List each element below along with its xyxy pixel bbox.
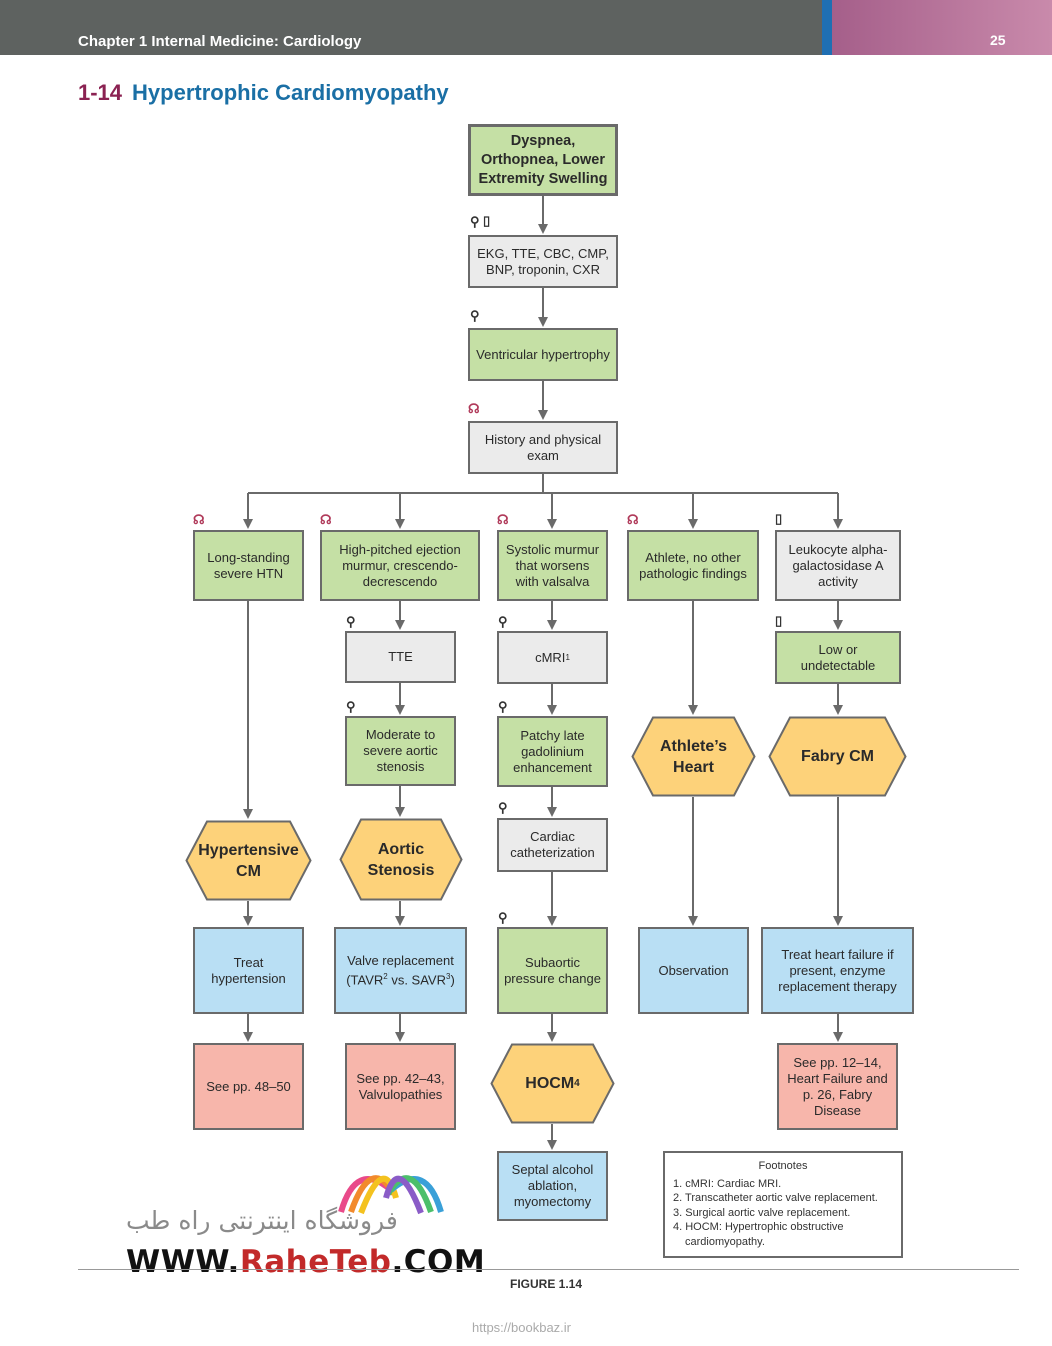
hexagon-shape [339,818,463,901]
watermark-url-prefix: WWW. [126,1244,240,1280]
valve-footnote-ref-3: 3 [446,971,451,981]
valve-footnote-ref-2: 2 [383,971,388,981]
section-title-text: Hypertrophic Cardiomyopathy [132,80,449,105]
source-url[interactable]: https://bookbaz.ir [472,1320,571,1335]
node-history-physical: History and physical exam [468,421,618,474]
node-ventricular-hypertrophy: Ventricular hypertrophy [468,328,618,381]
node-see-pp-12-14: See pp. 12–14, Heart Failure and p. 26, … [777,1043,898,1130]
node-alpha-galactosidase: Leukocyte alpha-galactosidase A activity [775,530,901,601]
node-see-pp-42-43: See pp. 42–43, Valvulopathies [345,1043,456,1130]
diagnosis-athletes-heart: Athlete’s Heart [631,716,756,797]
test-tube-icon: ▯ [775,511,783,526]
diagnosis-hocm-footnote-ref: 4 [574,1078,580,1089]
node-tte: TTE [345,631,456,683]
node-treat-hypertension: Treat hypertension [193,927,304,1014]
diagnosis-fabry-cm-label: Fabry CM [801,748,874,765]
microscope-icon: ⚲ [346,699,356,714]
node-treat-heart-failure: Treat heart failure if present, enzyme r… [761,927,914,1014]
diagnosis-aortic-stenosis: Aortic Stenosis [339,818,463,901]
node-long-standing-htn: Long-standing severe HTN [193,530,304,601]
watermark-url[interactable]: WWW.RaheTeb.COM [126,1244,485,1280]
node-cmri-text: cMRI [535,649,566,665]
node-septal-ablation: Septal alcohol ablation, myomectomy [497,1151,608,1221]
rahe-teb-logo [338,1175,444,1215]
stethoscope-icon: ☊ [320,512,332,527]
node-moderate-severe-as: Moderate to severe aortic stenosis [345,716,456,786]
node-systolic-murmur: Systolic murmur that worsens with valsal… [497,530,608,601]
microscope-icon: ⚲ [498,614,508,629]
node-cmri-footnote-ref: 1 [565,652,570,662]
test-tube-icon: ▯ [483,213,491,228]
diagnosis-athletes-heart-label: Athlete’s Heart [660,737,727,776]
node-ejection-murmur: High-pitched ejection murmur, crescendo-… [320,530,480,601]
hexagon-shape [490,1043,615,1124]
diagnosis-hypertensive-cm-label: Hypertensive CM [198,841,299,880]
footnote-item: 1. cMRI: Cardiac MRI. [673,1177,782,1190]
node-athlete-findings: Athlete, no other pathologic findings [627,530,759,601]
header-accent [822,0,1052,55]
watermark-url-brand: RaheTeb [239,1244,392,1280]
diagnosis-hypertensive-cm: Hypertensive CM [185,820,312,901]
stethoscope-icon: ☊ [627,512,639,527]
chapter-title: Chapter 1 Internal Medicine: Cardiology [78,33,362,50]
page-header: Chapter 1 Internal Medicine: Cardiology … [0,0,1052,55]
section-number: 1-14 [78,80,123,105]
valve-text-a: Valve replacement (TAVR [346,952,454,988]
figure-label: FIGURE 1.14 [510,1277,583,1291]
node-subaortic-pressure: Subaortic pressure change [497,927,608,1014]
microscope-icon: ⚲ [470,214,480,229]
microscope-icon: ⚲ [498,910,508,925]
microscope-icon: ⚲ [346,614,356,629]
node-valve-replacement: Valve replacement (TAVR2 vs. SAVR3) [334,927,467,1014]
section-title: 1-14 Hypertrophic Cardiomyopathy [78,80,449,106]
footnote-item: 4. HOCM: Hypertrophic obstructive cardio… [673,1221,844,1248]
diagnosis-hocm-text: HOCM [525,1075,575,1092]
hexagon-shape [768,716,907,797]
node-see-pp-48-50: See pp. 48–50 [193,1043,304,1130]
figure-divider [78,1269,1019,1270]
microscope-icon: ⚲ [470,308,480,323]
node-patchy-gadolinium: Patchy late gadolinium enhancement [497,716,608,787]
diagnosis-fabry-cm: Fabry CM [768,716,907,797]
node-presenting-symptoms: Dyspnea, Orthopnea, Lower Extremity Swel… [468,124,618,196]
diagnosis-aortic-stenosis-label: Aortic Stenosis [367,840,435,879]
page-number: 25 [990,32,1006,48]
footnotes-heading: Footnotes [758,1160,808,1172]
node-observation: Observation [638,927,749,1014]
node-initial-tests: EKG, TTE, CBC, CMP, BNP, troponin, CXR [468,235,618,288]
footnote-item: 3. Surgical aortic valve replacement. [673,1206,851,1219]
footnotes-box: Footnotes 1. cMRI: Cardiac MRI. 2. Trans… [663,1151,903,1258]
footnote-item: 2. Transcatheter aortic valve replacemen… [673,1192,878,1204]
node-low-undetectable: Low or undetectable [775,631,901,684]
stethoscope-icon: ☊ [497,512,509,527]
valve-text-b: vs. SAVR [387,972,446,988]
stethoscope-icon: ☊ [193,512,205,527]
stethoscope-icon: ☊ [468,401,480,416]
watermark-persian-text: فروشگاه اینترنتی راه طب [126,1206,398,1235]
watermark-url-suffix: .COM [391,1244,486,1280]
hexagon-shape [185,820,312,901]
microscope-icon: ⚲ [498,699,508,714]
test-tube-icon: ▯ [775,613,783,628]
valve-text-c: ) [450,972,455,988]
microscope-icon: ⚲ [498,800,508,815]
node-cardiac-cath: Cardiac catheterization [497,818,608,872]
hexagon-shape [631,716,756,797]
